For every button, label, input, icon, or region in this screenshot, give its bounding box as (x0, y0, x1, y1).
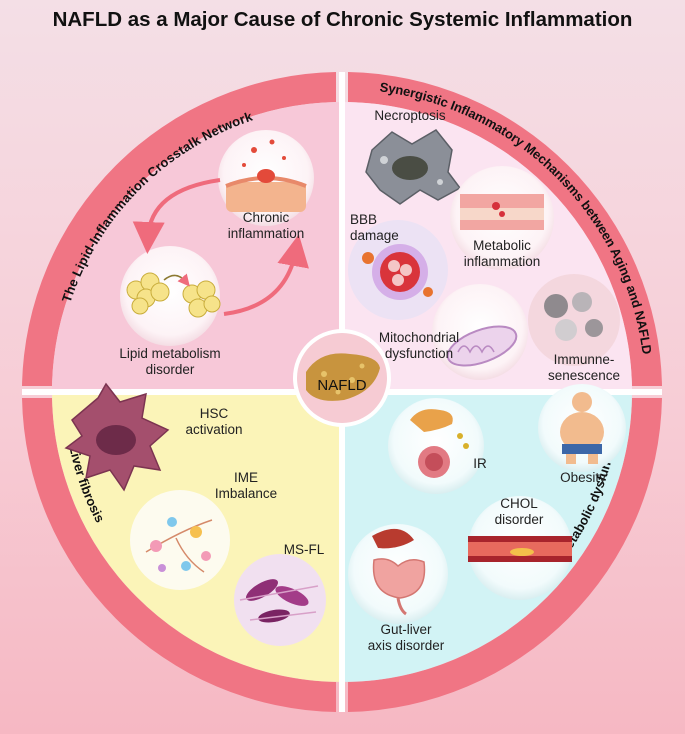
diagram-title: NAFLD as a Major Cause of Chronic System… (52, 8, 633, 31)
arrow-chronic-to-lipid (132, 178, 221, 254)
label-necroptosis: Necroptosis (374, 108, 446, 123)
ime-imbalance-illustration (130, 490, 230, 590)
chol-disorder-illustration (468, 496, 572, 600)
ring-bottom-right (348, 398, 662, 712)
necroptosis-illustration (365, 129, 462, 205)
ms-fl-illustration (234, 554, 326, 646)
center-nafld (293, 329, 391, 427)
hsc-activation-illustration (64, 382, 170, 492)
label-immunosenescence: Immunne-senescence (547, 352, 621, 383)
chronic-inflammation-illustration (218, 130, 314, 226)
gut-liver-illustration (348, 524, 448, 624)
ring-top-left (22, 72, 336, 386)
mitochondrial-dysfunction-illustration (432, 284, 528, 380)
immunosenescence-illustration (528, 274, 620, 366)
ring-bottom-left (22, 398, 336, 712)
ring-top-right (348, 72, 662, 386)
label-ir: IR (473, 456, 487, 471)
label-ms-fl: MS-FL (283, 542, 325, 557)
bbb-damage-illustration (348, 220, 448, 320)
arrow-lipid-to-chronic (223, 234, 309, 316)
metabolic-inflammation-illustration (450, 166, 554, 270)
label-obesity: Obesity (560, 470, 606, 485)
obesity-illustration (538, 384, 626, 472)
ir-illustration (388, 398, 484, 494)
outer-ring (22, 72, 662, 712)
lipid-metabolism-illustration (120, 246, 221, 346)
label-nafld: NAFLD (317, 377, 367, 394)
